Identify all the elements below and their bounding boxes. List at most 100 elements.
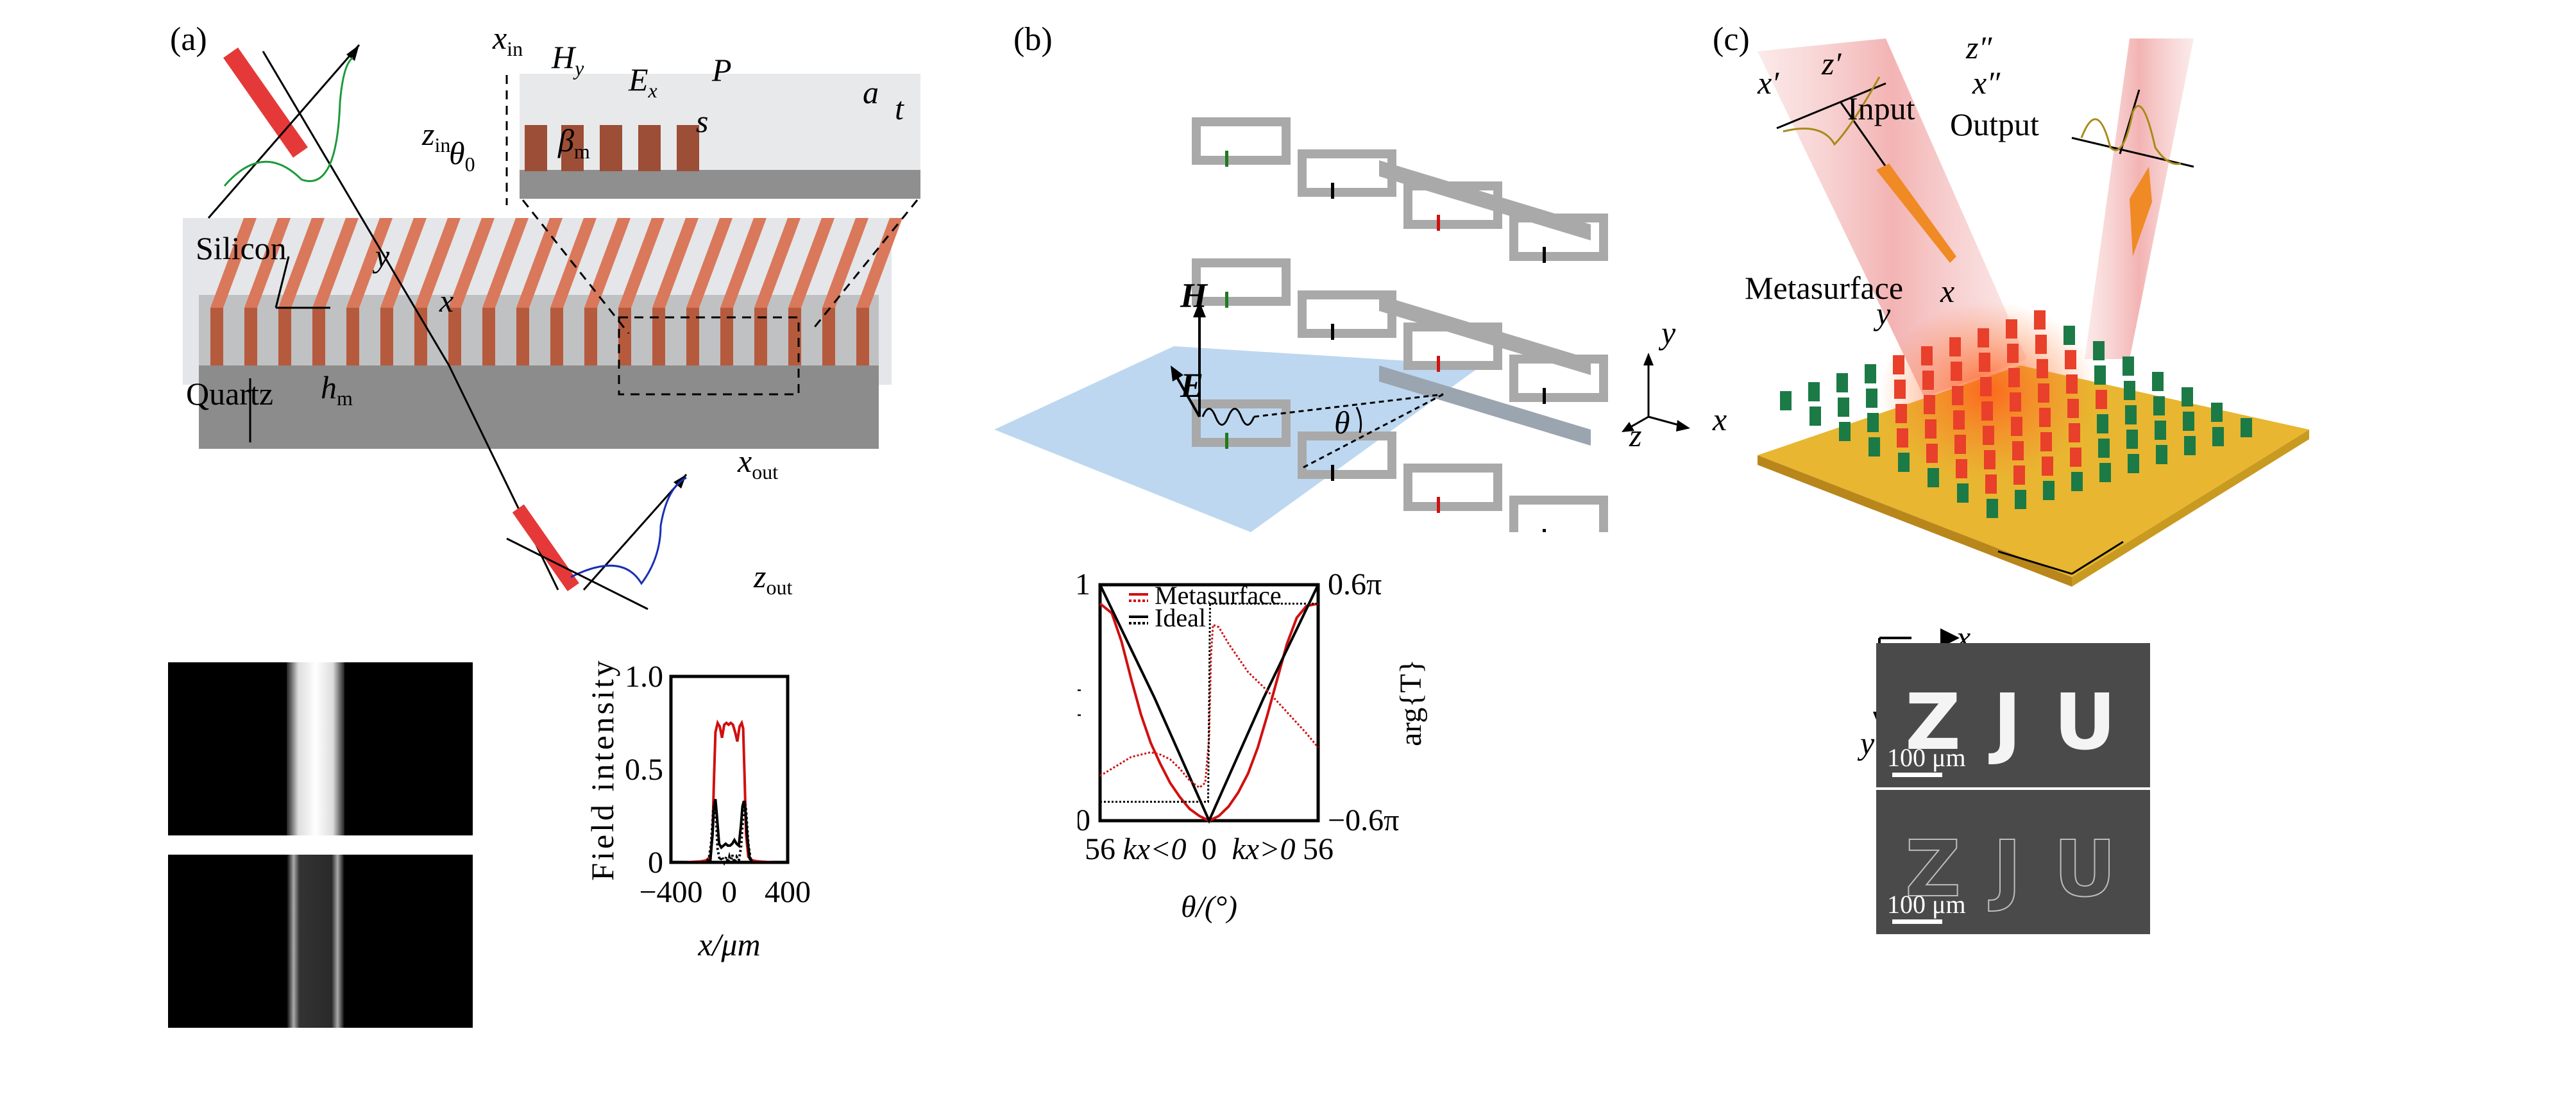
y-tick-label: 1.0 bbox=[625, 660, 663, 694]
ex-label: Ex bbox=[629, 62, 657, 102]
incident-beam bbox=[223, 47, 308, 158]
silicon-grating-front bbox=[346, 308, 359, 365]
pillar bbox=[1868, 437, 1880, 457]
pillar bbox=[2038, 383, 2049, 403]
pillar bbox=[2043, 481, 2055, 500]
silicon-grating-front bbox=[244, 308, 257, 365]
series-line bbox=[1100, 602, 1318, 803]
pillar bbox=[2065, 350, 2076, 369]
silicon-grating-front bbox=[210, 308, 223, 365]
pillar bbox=[1979, 353, 1990, 372]
x-axis-label: x bbox=[1713, 401, 1727, 437]
pillar bbox=[1925, 419, 1936, 439]
panel-b-label: (b) bbox=[1013, 21, 1053, 58]
silicon-grating-front bbox=[380, 308, 393, 365]
gap-marker bbox=[1225, 292, 1228, 308]
silicon-grating-front bbox=[686, 308, 699, 365]
gap-marker bbox=[1331, 324, 1334, 340]
pillar bbox=[1809, 406, 1821, 426]
silicon-grating-front bbox=[516, 308, 529, 365]
y-axis-label: y bbox=[1661, 315, 1676, 351]
scale-bar-label: 100 μm bbox=[1887, 743, 1966, 772]
pillar bbox=[1984, 450, 1996, 469]
z-prime-label: z′ bbox=[1822, 46, 1842, 81]
theta0-label: θ0 bbox=[449, 135, 475, 176]
series-line bbox=[1099, 623, 1319, 789]
pillar bbox=[2007, 344, 2019, 363]
x-axis-label: x bbox=[1940, 273, 1955, 309]
pillar bbox=[2128, 454, 2139, 473]
pillar bbox=[1780, 391, 1792, 410]
pillar bbox=[2152, 372, 2164, 391]
gap-marker bbox=[1543, 388, 1546, 404]
inset-grating bbox=[677, 125, 699, 171]
pillar bbox=[2123, 356, 2134, 376]
pillar bbox=[1838, 398, 1849, 417]
inset-grating bbox=[561, 125, 584, 171]
z-in-label: zin bbox=[422, 116, 451, 156]
pillar bbox=[2039, 408, 2051, 427]
panel-c-label: (c) bbox=[1713, 21, 1750, 58]
gap-marker bbox=[1225, 433, 1228, 449]
split-ring bbox=[1298, 432, 1396, 479]
silicon-grating-top bbox=[346, 218, 393, 308]
pillar bbox=[1893, 355, 1904, 374]
y-tick-label-left: 1 bbox=[1078, 567, 1090, 601]
silicon-grating-top bbox=[380, 218, 427, 308]
gap-marker bbox=[1543, 247, 1546, 263]
pillar bbox=[2034, 310, 2046, 330]
grating-bar bbox=[1379, 295, 1591, 375]
gap-marker bbox=[1437, 356, 1440, 372]
input-label: Input bbox=[1847, 90, 1915, 126]
silicon-grating-front bbox=[550, 308, 563, 365]
pillar bbox=[1808, 382, 1820, 401]
H-label: H bbox=[1180, 276, 1208, 315]
y-tick-label: 0 bbox=[648, 846, 663, 880]
x-tick-label: 0 bbox=[1201, 832, 1217, 866]
gap-marker bbox=[1331, 465, 1334, 481]
silicon-grating-front bbox=[856, 308, 869, 365]
gap-marker bbox=[1543, 529, 1546, 532]
z-axis-label: z bbox=[1629, 417, 1642, 453]
y-axis-label-left: |T| bbox=[1078, 687, 1081, 719]
panel-a-schematic bbox=[183, 44, 920, 610]
silicon-grating-top bbox=[516, 218, 563, 308]
series-line bbox=[1099, 584, 1319, 824]
split-ring bbox=[1298, 149, 1396, 197]
pillar bbox=[2011, 417, 2022, 436]
silicon-grating-front bbox=[312, 308, 325, 365]
silicon-grating-top bbox=[584, 218, 631, 308]
silicon-grating-front bbox=[618, 308, 631, 365]
pillar bbox=[2184, 436, 2196, 455]
pillar bbox=[2182, 387, 2193, 406]
pillar bbox=[2098, 439, 2110, 458]
silicon-grating-top bbox=[618, 218, 665, 308]
panel-b-schematic bbox=[994, 117, 1690, 532]
pillar bbox=[2063, 326, 2075, 345]
pillar bbox=[1956, 459, 1967, 478]
x-tick-label: 400 bbox=[765, 875, 811, 909]
y-tick-label: 0.5 bbox=[625, 753, 663, 787]
silicon-grating-front bbox=[482, 308, 495, 365]
x-prime-label: x′ bbox=[1758, 65, 1779, 101]
pillar bbox=[2094, 365, 2106, 385]
silicon-grating-front bbox=[652, 308, 665, 365]
pillar bbox=[1865, 364, 1876, 383]
pillar bbox=[2010, 392, 2021, 412]
y-axis-label-right: arg{T} bbox=[1394, 659, 1428, 746]
pillar bbox=[2153, 396, 2165, 415]
silicon-grating-top bbox=[856, 218, 902, 308]
split-ring bbox=[1403, 464, 1502, 511]
y-axis-label: Field intensity bbox=[584, 658, 620, 881]
split-ring bbox=[1192, 258, 1291, 306]
split-ring bbox=[1192, 117, 1291, 165]
split-ring bbox=[1298, 290, 1396, 338]
silicon-grating-front bbox=[788, 308, 801, 365]
scale-bar bbox=[1892, 919, 1942, 924]
z-double-prime-label: z″ bbox=[1966, 29, 1992, 65]
series-line bbox=[685, 719, 774, 864]
pillar bbox=[2124, 381, 2135, 400]
pillar bbox=[2013, 465, 2025, 485]
pillar bbox=[1949, 337, 1961, 356]
